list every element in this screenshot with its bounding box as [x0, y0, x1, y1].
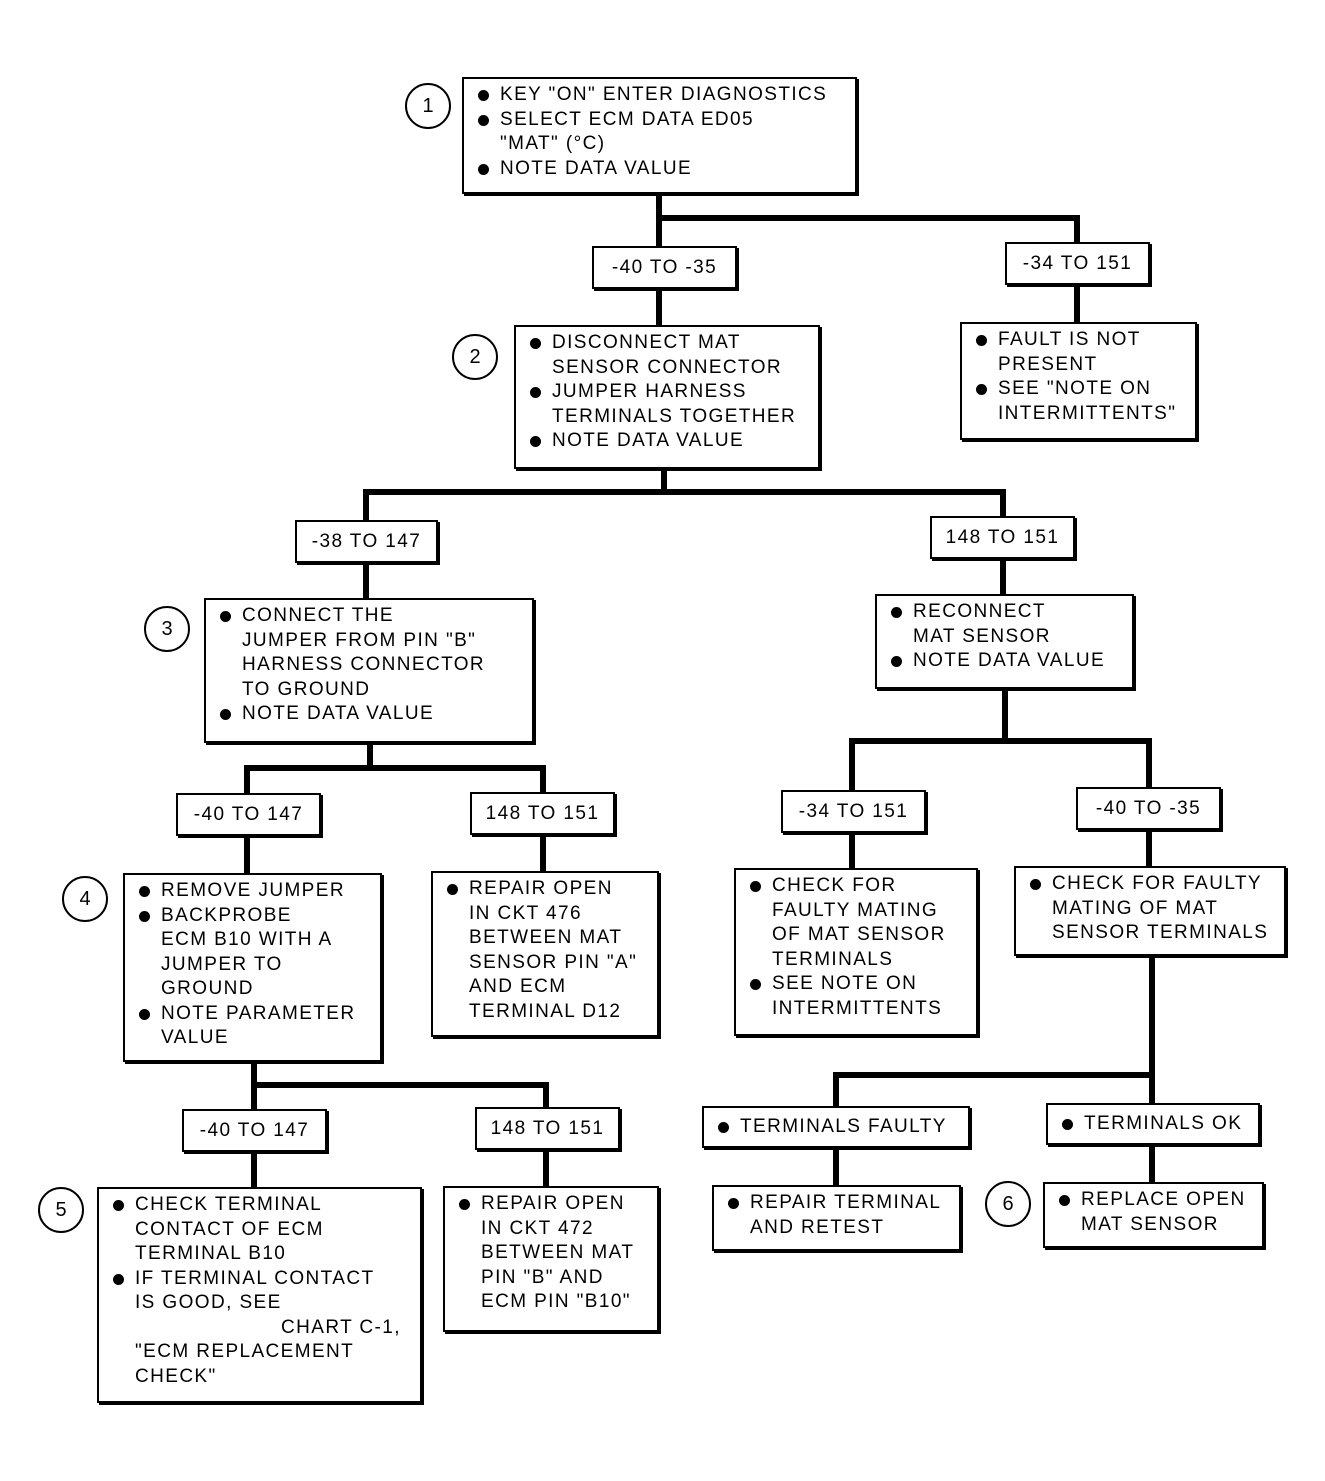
step4-item: REMOVE JUMPER	[125, 879, 372, 904]
range-label: -40 TO 147	[182, 1109, 327, 1152]
step-number-1: 1	[405, 83, 451, 129]
range-label: 148 TO 151	[475, 1107, 620, 1150]
step1-box: KEY "ON" ENTER DIAGNOSTICS SELECT ECM DA…	[462, 77, 857, 194]
step1-item: KEY "ON" ENTER DIAGNOSTICS	[464, 83, 847, 108]
step2-item: NOTE DATA VALUE	[516, 429, 810, 454]
terminals-ok-item: TERMINALS OK	[1048, 1112, 1250, 1137]
range-label: -40 TO 147	[176, 793, 321, 836]
step-number-6: 6	[985, 1181, 1031, 1227]
terminals-faulty-box: TERMINALS FAULTY	[702, 1106, 970, 1148]
range-label: 148 TO 151	[470, 792, 615, 835]
step-number-5: 5	[38, 1187, 84, 1233]
range-label: -34 TO 151	[1005, 242, 1150, 285]
step3-item: NOTE DATA VALUE	[206, 702, 524, 727]
reconnect-item: NOTE DATA VALUE	[877, 649, 1124, 674]
step5-chart-reference: CHART C-1, "ECM REPLACEMENT CHECK"	[135, 1316, 401, 1387]
range-label: -40 TO -35	[592, 246, 737, 289]
step1-item: SELECT ECM DATA ED05"MAT" (°C)	[464, 108, 847, 157]
range-label: 148 TO 151	[930, 516, 1075, 559]
range-label: -34 TO 151	[781, 790, 926, 833]
range-label: -40 TO -35	[1076, 787, 1221, 830]
terminals-faulty-item: TERMINALS FAULTY	[704, 1115, 960, 1140]
terminals-ok-box: TERMINALS OK	[1046, 1103, 1260, 1145]
step1-item: NOTE DATA VALUE	[464, 157, 847, 182]
step-number-4: 4	[62, 876, 108, 922]
step-number-3: 3	[144, 606, 190, 652]
step-number-2: 2	[452, 334, 498, 380]
range-label: -38 TO 147	[295, 520, 438, 563]
